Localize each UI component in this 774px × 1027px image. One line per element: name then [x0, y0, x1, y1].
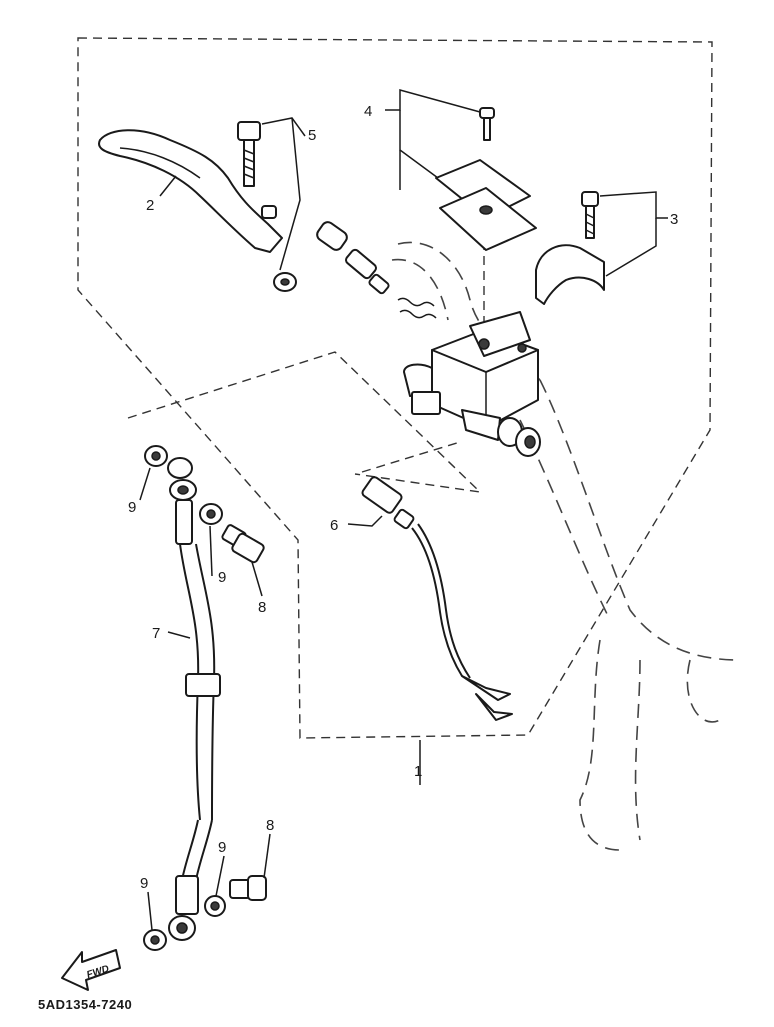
brake-light-switch — [361, 476, 513, 721]
brake-lever — [98, 129, 283, 253]
forward-arrow-icon: FWD — [61, 949, 121, 991]
master-cylinder-body — [403, 311, 541, 457]
callout-9-mid: 9 — [218, 569, 226, 586]
callout-1: 1 — [414, 763, 422, 780]
brake-hose — [167, 457, 221, 941]
callout-8-low: 8 — [266, 817, 274, 834]
callout-5: 5 — [308, 127, 316, 144]
handlebar-ghost — [391, 241, 741, 851]
union-bolt-low — [229, 875, 267, 901]
handlebar-clamp — [535, 244, 605, 305]
callout-2: 2 — [146, 197, 154, 214]
reservoir-cap-screw — [479, 107, 495, 141]
washer-low-right — [204, 895, 226, 917]
leader-lines — [139, 89, 668, 931]
callout-7: 7 — [152, 625, 160, 642]
callout-9-low-right: 9 — [218, 839, 226, 856]
piston-kit — [316, 221, 437, 319]
reservoir-cap-hole — [479, 205, 493, 215]
callout-labels: 1 2 3 4 5 6 7 8 8 9 9 9 9 — [128, 103, 678, 892]
lever-pivot-collar — [261, 205, 277, 219]
lever-nut-hole — [280, 278, 290, 286]
reservoir-cap-plate — [439, 187, 537, 251]
washer-mid — [199, 503, 223, 525]
diagram-code: 5AD1354-7240 — [38, 997, 132, 1012]
callout-9-top: 9 — [128, 499, 136, 516]
callout-6: 6 — [330, 517, 338, 534]
callout-3: 3 — [670, 211, 678, 228]
upper-assembly-boundary — [77, 37, 713, 739]
clamp-bolt — [581, 191, 599, 239]
callout-4: 4 — [364, 103, 372, 120]
lever-bolt — [237, 121, 261, 187]
callout-8-mid: 8 — [258, 599, 266, 616]
hose-group-boundary — [127, 351, 483, 494]
union-bolt-mid — [221, 524, 265, 564]
callout-9-low-left: 9 — [140, 875, 148, 892]
reference-line-1 — [361, 441, 461, 473]
washer-low-left — [143, 929, 167, 951]
washer-top — [144, 445, 168, 467]
